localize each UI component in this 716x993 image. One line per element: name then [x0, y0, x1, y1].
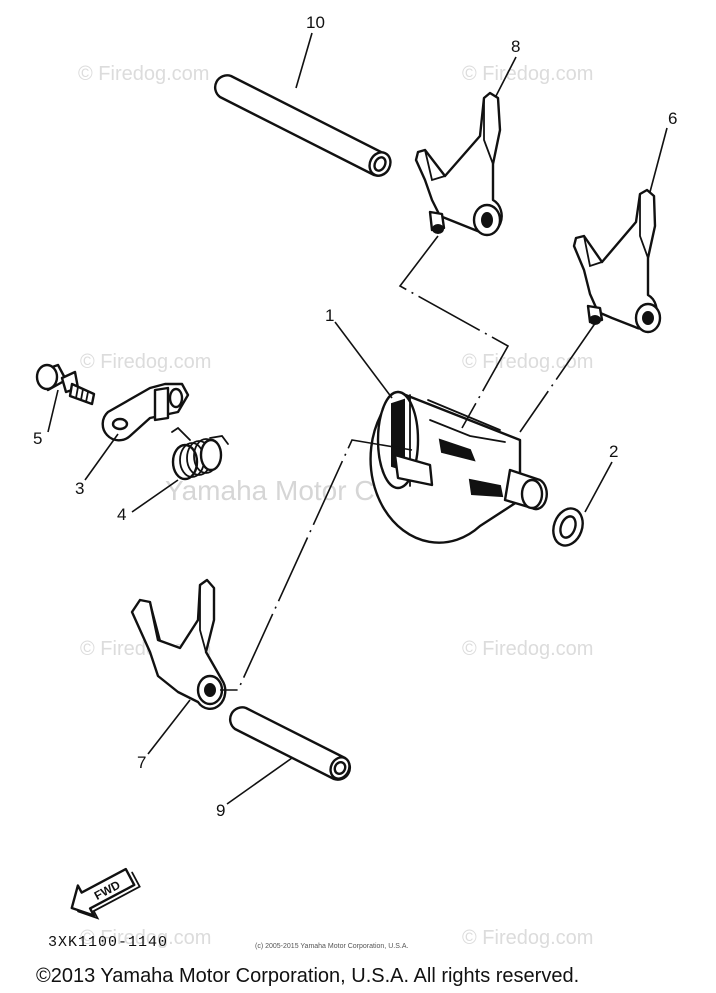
assembly-line	[398, 235, 510, 429]
part-9-guide-bar	[228, 706, 352, 781]
callout-1: 1	[325, 306, 334, 325]
part-6-shift-fork	[572, 188, 662, 334]
leader-line	[649, 127, 668, 193]
leader-line	[84, 433, 119, 481]
leader-line	[131, 479, 179, 513]
assembly-line	[519, 321, 597, 433]
part-5-bolt	[35, 363, 96, 406]
diagram-code: 3XK1100-1140	[48, 934, 168, 951]
callout-4: 4	[117, 505, 126, 524]
callout-9: 9	[216, 801, 225, 820]
watermark-text: © Firedog.com	[462, 927, 593, 949]
leader-line	[226, 757, 293, 805]
part-3-stopper-lever	[101, 382, 190, 442]
callout-2: 2	[609, 442, 618, 461]
part-8-shift-fork	[414, 91, 503, 237]
callout-5: 5	[33, 429, 42, 448]
watermark-text: © Firedog.com	[78, 63, 209, 85]
part-10-guide-bar	[213, 74, 392, 177]
callout-8: 8	[511, 37, 520, 56]
watermark-text: © Firedog.com	[80, 927, 211, 949]
leader-line	[147, 699, 191, 755]
watermark-text: © Firedog.com	[462, 638, 593, 660]
fwd-arrow-icon: FWD	[70, 867, 141, 920]
small-copyright-notice: (c) 2005-2015 Yamaha Motor Corporation, …	[255, 943, 408, 950]
leader-line	[584, 461, 613, 513]
callout-10: 10	[306, 13, 325, 32]
leader-line	[47, 389, 59, 433]
watermark-text: © Firedog.com	[462, 351, 593, 373]
callout-6: 6	[668, 109, 677, 128]
part-4-torsion-spring	[171, 426, 229, 481]
leader-line	[495, 56, 517, 97]
watermark-text: © Firedog.com	[462, 63, 593, 85]
callout-7: 7	[137, 753, 146, 772]
part-2-washer	[552, 507, 584, 547]
assembly-line	[220, 439, 413, 691]
leader-line	[295, 32, 313, 89]
leader-line	[334, 321, 393, 399]
watermark-text: © Firedog.com	[80, 351, 211, 373]
copyright-notice: ©2013 Yamaha Motor Corporation, U.S.A. A…	[36, 965, 579, 987]
part-7-shift-fork	[130, 578, 227, 710]
callout-3: 3	[75, 479, 84, 498]
part-1-shift-drum	[369, 390, 548, 544]
